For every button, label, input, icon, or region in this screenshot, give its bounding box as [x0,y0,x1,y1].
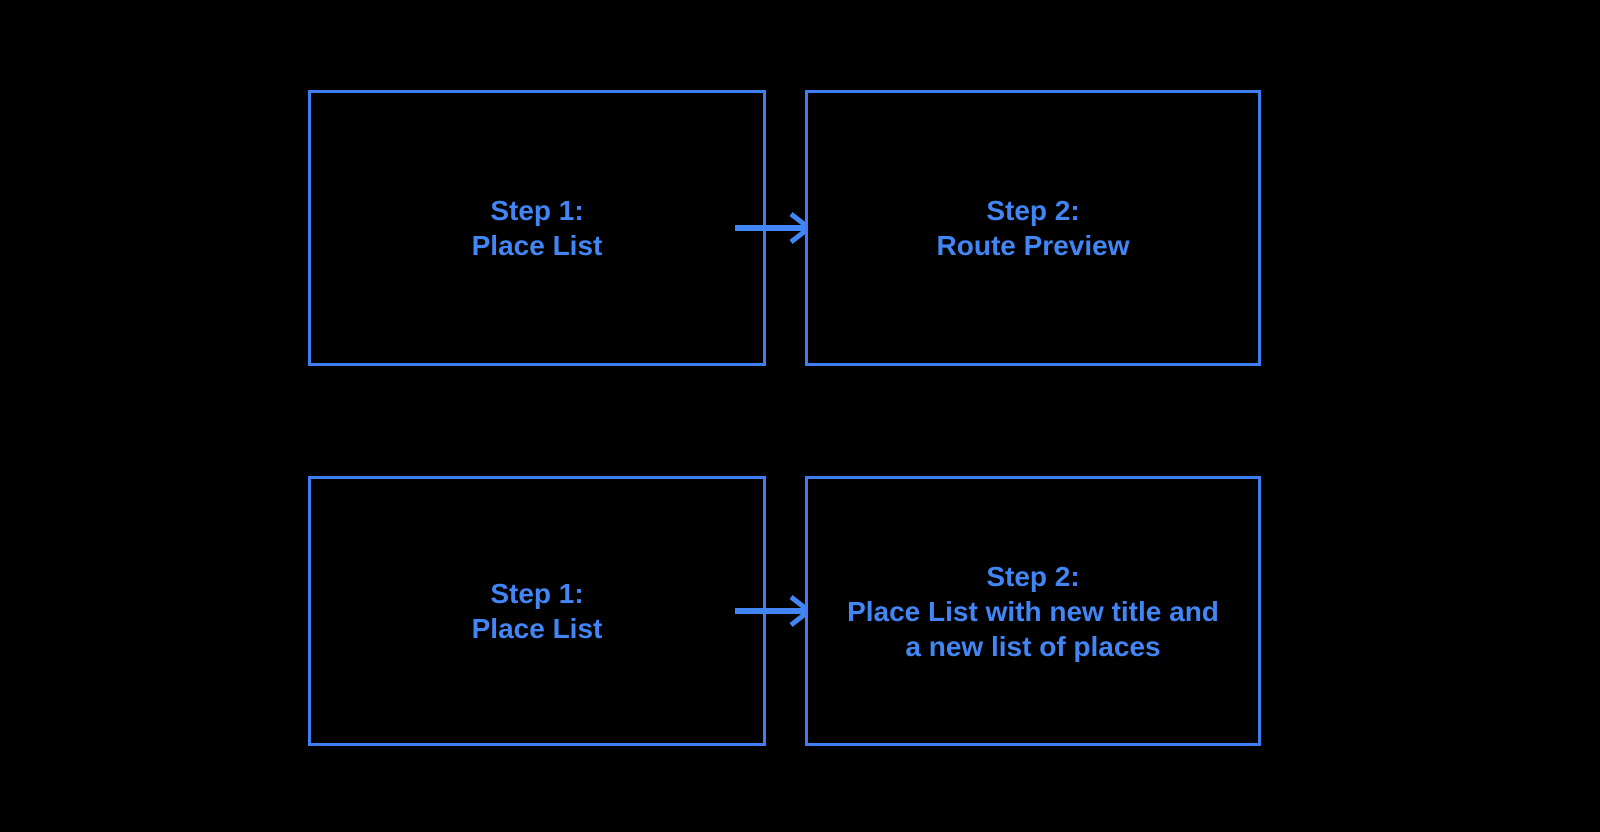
step-box-label: Step 1: Place List [471,578,603,644]
step-box-label: Step 1: Place List [471,195,603,261]
step-box-label: Step 2: Route Preview [936,195,1130,261]
step-box[interactable]: Step 1: Place List [308,476,766,746]
step-box[interactable]: Step 2: Place List with new title and a … [805,476,1261,746]
flow-row: Step 1: Place List Step 2: Route Preview [0,90,1600,366]
step-box[interactable]: Step 2: Route Preview [805,90,1261,366]
step-box[interactable]: Step 1: Place List [308,90,766,366]
step-box-label: Step 2: Place List with new title and a … [847,560,1219,662]
flow-row: Step 1: Place List Step 2: Place List wi… [0,476,1600,746]
